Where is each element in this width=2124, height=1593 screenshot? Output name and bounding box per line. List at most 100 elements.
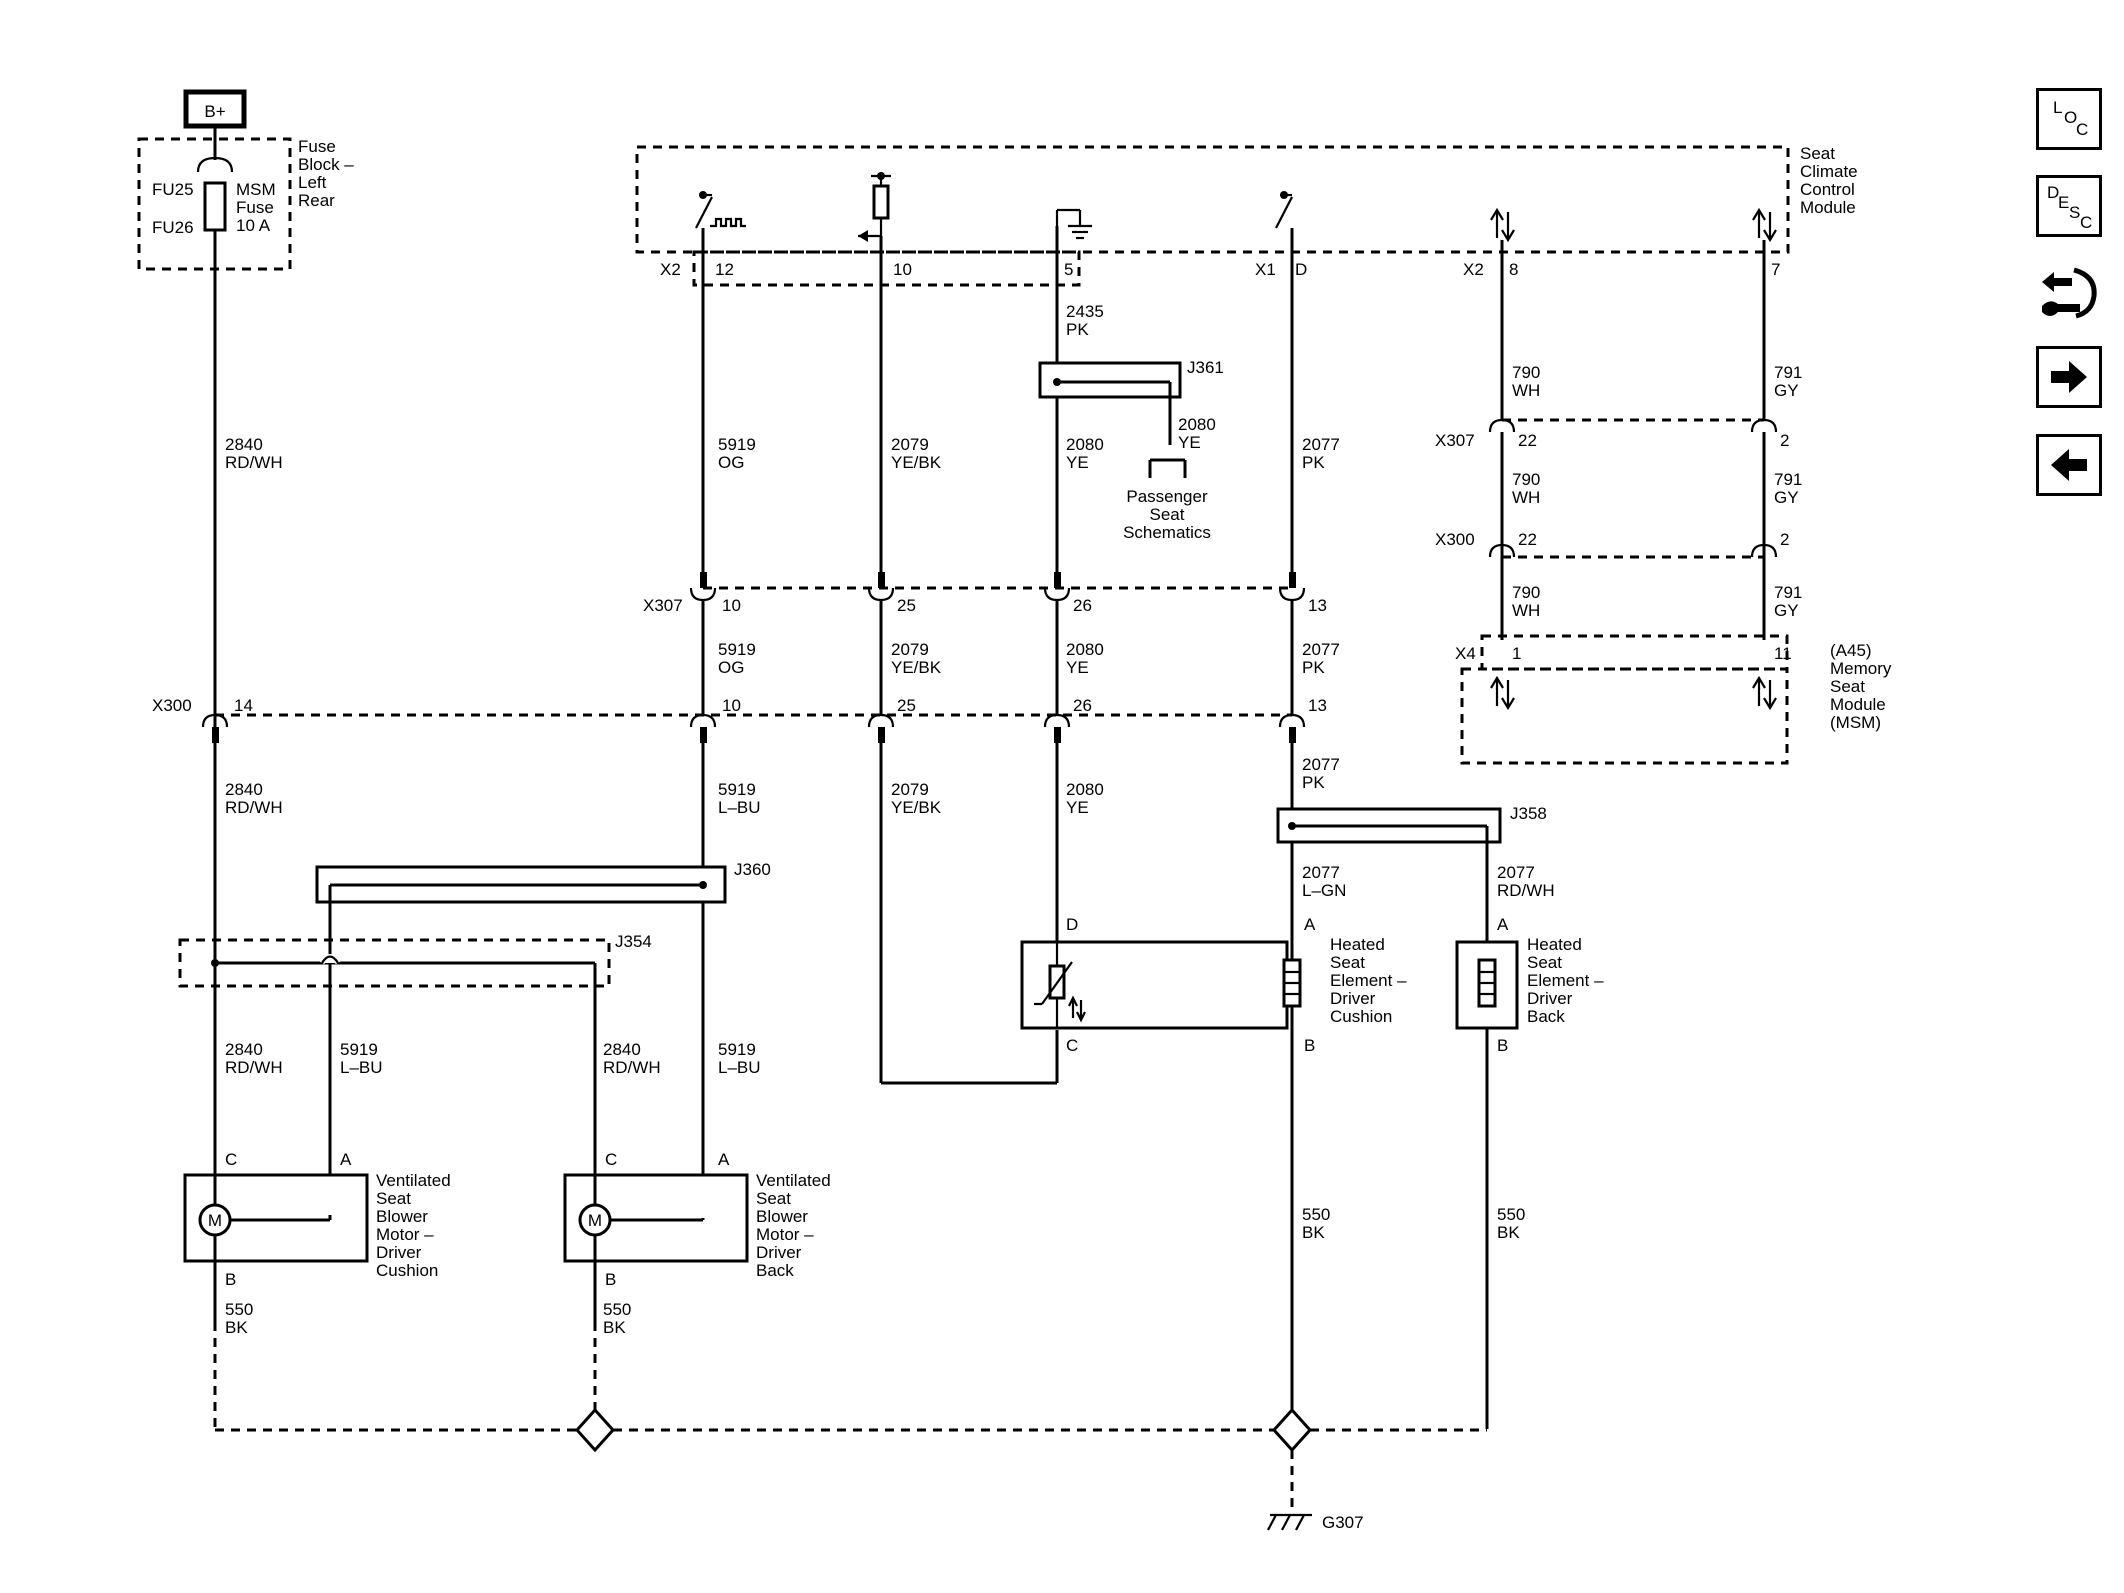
- previous-button[interactable]: [2036, 434, 2102, 496]
- wire-550-num-1: 550: [225, 1300, 253, 1319]
- memory-seat-module-outline: [1460, 667, 1789, 765]
- serial-data-icon-2: [1752, 207, 1777, 243]
- wire-2077-num-1: 2077: [1302, 435, 1340, 454]
- switch-pulse-icon: [695, 191, 746, 229]
- desc-letter-c: C: [2080, 213, 2092, 232]
- fuse-block-title-2: Block –: [298, 155, 354, 174]
- vent-back-title-5: Driver: [756, 1243, 802, 1262]
- scm-title-2: Climate: [1800, 162, 1858, 181]
- wire-5919-lbu-num: 5919: [718, 780, 756, 799]
- loc-letter-l: L: [2053, 98, 2062, 117]
- wire-2079-color-3: YE/BK: [891, 798, 942, 817]
- x300-right-label: X300: [1435, 530, 1475, 549]
- msm-serial-data-icon-1: [1490, 675, 1515, 711]
- fuse-fu26-label: FU26: [152, 218, 194, 237]
- wire-2079-color-1: YE/BK: [891, 453, 942, 472]
- x1-label: X1: [1255, 260, 1276, 279]
- splice-j361: [1038, 361, 1182, 399]
- connector-icon: [2042, 267, 2097, 319]
- pin-8: 8: [1509, 260, 1518, 279]
- x300-right-pin-22: 22: [1518, 530, 1537, 549]
- loc-letter-o: O: [2064, 108, 2077, 127]
- x300-right-pin-2: 2: [1780, 530, 1789, 549]
- scm-title-1: Seat: [1800, 144, 1835, 163]
- splice-j354: [178, 938, 611, 988]
- x300-pin-13: 13: [1308, 696, 1327, 715]
- wire-2079-num-2: 2079: [891, 640, 929, 659]
- x307-pin-10: 10: [722, 596, 741, 615]
- wire-791-num-2: 791: [1774, 470, 1802, 489]
- fuse-block-title-1: Fuse: [298, 137, 336, 156]
- wire-550-num-4: 550: [1497, 1205, 1525, 1224]
- passenger-ref-2: Seat: [1150, 505, 1185, 524]
- wire-5919-lbu-num-3: 5919: [718, 1040, 756, 1059]
- heated-back-title-5: Back: [1527, 1007, 1565, 1026]
- wire-2080-num-1: 2080: [1066, 435, 1104, 454]
- heated-seat-element-cushion: [1020, 940, 1289, 1030]
- wire-2435-color: PK: [1066, 320, 1089, 339]
- vent-cushion-pin-c: C: [225, 1150, 237, 1169]
- wire-5919-num-1: 5919: [718, 435, 756, 454]
- pin-5: 5: [1064, 260, 1073, 279]
- next-button[interactable]: [2036, 346, 2102, 408]
- splice-j354-label: J354: [615, 932, 652, 951]
- location-button[interactable]: L O C: [2036, 88, 2102, 150]
- msm-title-3: Module: [1830, 695, 1886, 714]
- ground-splice-icon-2: [1271, 1407, 1313, 1453]
- vent-cushion-title-6: Cushion: [376, 1261, 438, 1280]
- fuse-name-line2: Fuse: [236, 198, 274, 217]
- wire-2840-color-3: RD/WH: [225, 1058, 283, 1077]
- wire-2080-num-2: 2080: [1066, 640, 1104, 659]
- x2-connector-outline: [692, 250, 1081, 287]
- wire-550-color-1: BK: [225, 1318, 248, 1337]
- msm-title-1: Memory: [1830, 659, 1892, 678]
- x307-right-pin-22: 22: [1518, 431, 1537, 450]
- seat-climate-module-outline: [635, 145, 1790, 254]
- fuse-name-line1: MSM: [236, 180, 276, 199]
- wire-791-color-3: GY: [1774, 601, 1799, 620]
- heated-back-title-2: Seat: [1527, 953, 1562, 972]
- fuse-tab-icon: [196, 156, 234, 173]
- loc-letter-c: C: [2076, 120, 2088, 139]
- desc-letter-e: E: [2058, 193, 2069, 212]
- wire-5919-color-2: OG: [718, 658, 744, 677]
- description-button[interactable]: D E S C: [2036, 175, 2102, 237]
- heating-element-icon: [1282, 958, 1302, 1008]
- heated-back-title-3: Element –: [1527, 971, 1604, 990]
- wire-790-num-1: 790: [1512, 363, 1540, 382]
- vent-back-title-1: Ventilated: [756, 1171, 831, 1190]
- x300-pin-26: 26: [1073, 696, 1092, 715]
- wire-2840-color-4: RD/WH: [603, 1058, 661, 1077]
- x307-pin-13: 13: [1308, 596, 1327, 615]
- vent-cushion-title-5: Driver: [376, 1243, 422, 1262]
- wire-2077-lgn-num: 2077: [1302, 863, 1340, 882]
- connector-info-button[interactable]: [2036, 262, 2102, 330]
- vent-back-title-3: Blower: [756, 1207, 808, 1226]
- arrow-right-icon: [2051, 361, 2087, 393]
- x300-label: X300: [152, 696, 192, 715]
- heated-cushion-title-3: Element –: [1330, 971, 1407, 990]
- x4-label: X4: [1455, 644, 1476, 663]
- wire-550-color-4: BK: [1497, 1223, 1520, 1242]
- x307-right-label: X307: [1435, 431, 1475, 450]
- passenger-ref-3: Schematics: [1123, 523, 1211, 542]
- wire-2079-num-3: 2079: [891, 780, 929, 799]
- thermistor-icon: [1034, 942, 1086, 1028]
- serial-data-icon-1: [1490, 207, 1515, 243]
- splice-j360-label: J360: [734, 860, 771, 879]
- wire-2077-color-2: PK: [1302, 658, 1325, 677]
- msm-serial-data-icon-2: [1752, 675, 1777, 711]
- heated-cushion-title-2: Seat: [1330, 953, 1365, 972]
- wire-790-color-2: WH: [1512, 488, 1540, 507]
- vent-back-title-4: Motor –: [756, 1225, 814, 1244]
- scm-title-3: Control: [1800, 180, 1855, 199]
- vent-cushion-pin-b: B: [225, 1270, 236, 1289]
- wire-790-color-1: WH: [1512, 381, 1540, 400]
- motor-cushion-symbol: M: [208, 1211, 222, 1230]
- x300-pin-14: 14: [234, 696, 253, 715]
- msm-title-2: Seat: [1830, 677, 1865, 696]
- wire-2840-num-4: 2840: [603, 1040, 641, 1059]
- x2-right-label: X2: [1463, 260, 1484, 279]
- module-ground-icon: [1055, 208, 1092, 240]
